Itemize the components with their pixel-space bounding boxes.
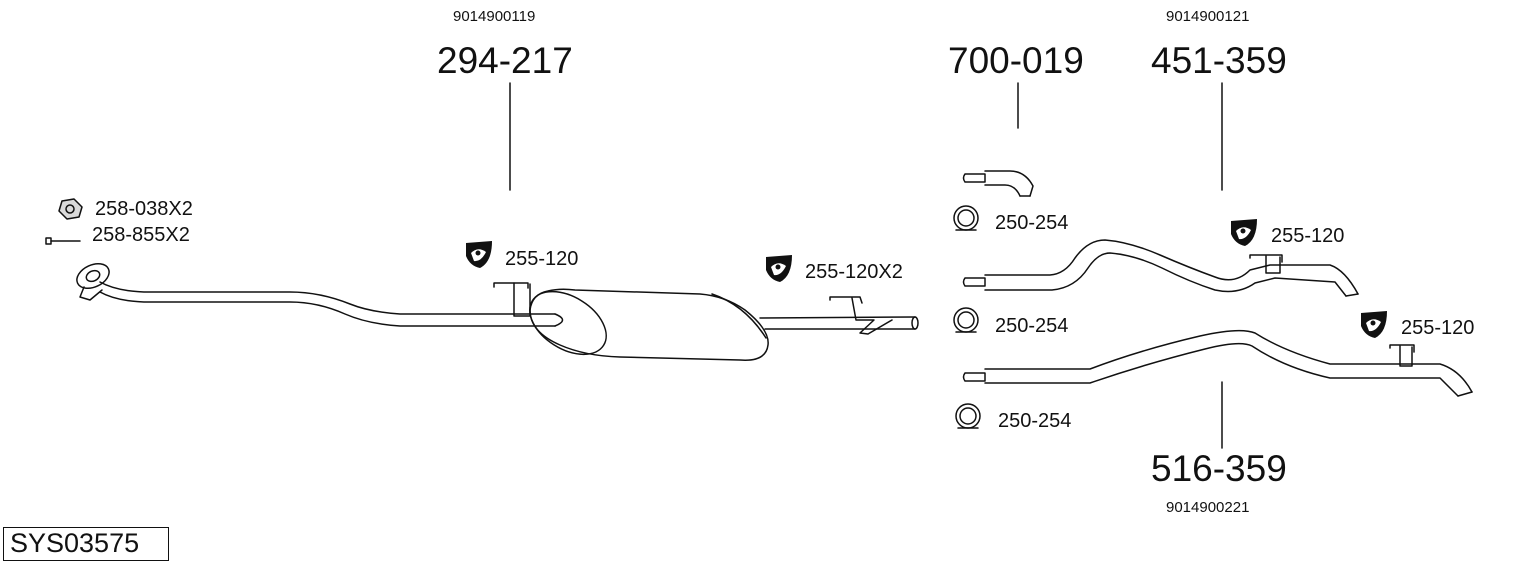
clamp-icon-2 — [953, 307, 979, 333]
bolt-icon — [45, 237, 81, 245]
mount-icon-r2 — [1361, 311, 1387, 338]
mount-icon-mid — [766, 255, 792, 282]
oem-number-2: 9014900121 — [1166, 8, 1250, 25]
label-mount-left: 255-120 — [505, 248, 579, 270]
part-number-451-359: 451-359 — [1151, 40, 1287, 81]
mount-icon-left — [466, 241, 492, 268]
hanger-516-359 — [1389, 344, 1415, 367]
muffler-294-217 — [529, 288, 769, 361]
label-clamp-2: 250-254 — [995, 315, 1069, 337]
pipe-451-359 — [962, 239, 1359, 297]
label-nut: 258-038X2 — [95, 198, 193, 220]
part-number-516-359: 516-359 — [1151, 448, 1287, 489]
hanger-451-359 — [1249, 254, 1283, 274]
nut-icon — [58, 198, 83, 220]
part-number-294-217: 294-217 — [437, 40, 573, 81]
label-clamp-1: 250-254 — [995, 212, 1069, 234]
system-id: SYS03575 — [3, 527, 169, 561]
pipe-700-019 — [962, 170, 1034, 197]
oem-number-3: 9014900221 — [1166, 499, 1250, 516]
label-clamp-3: 250-254 — [998, 410, 1072, 432]
label-bolt: 258-855X2 — [92, 224, 190, 246]
hanger-mid — [829, 296, 893, 335]
tail-pipe-left — [759, 316, 916, 330]
clamp-icon-1 — [953, 205, 979, 231]
oem-number-1: 9014900119 — [453, 8, 536, 25]
label-mount-r2: 255-120 — [1401, 317, 1475, 339]
front-pipe-flange — [76, 262, 110, 301]
hanger-left — [493, 282, 531, 317]
mount-icon-r1 — [1231, 219, 1257, 246]
label-mount-mid: 255-120X2 — [805, 261, 903, 283]
front-pipe — [99, 281, 556, 315]
pipe-516-359 — [962, 329, 1473, 397]
part-number-700-019: 700-019 — [948, 40, 1084, 81]
clamp-icon-3 — [955, 403, 981, 429]
label-mount-r1: 255-120 — [1271, 225, 1345, 247]
